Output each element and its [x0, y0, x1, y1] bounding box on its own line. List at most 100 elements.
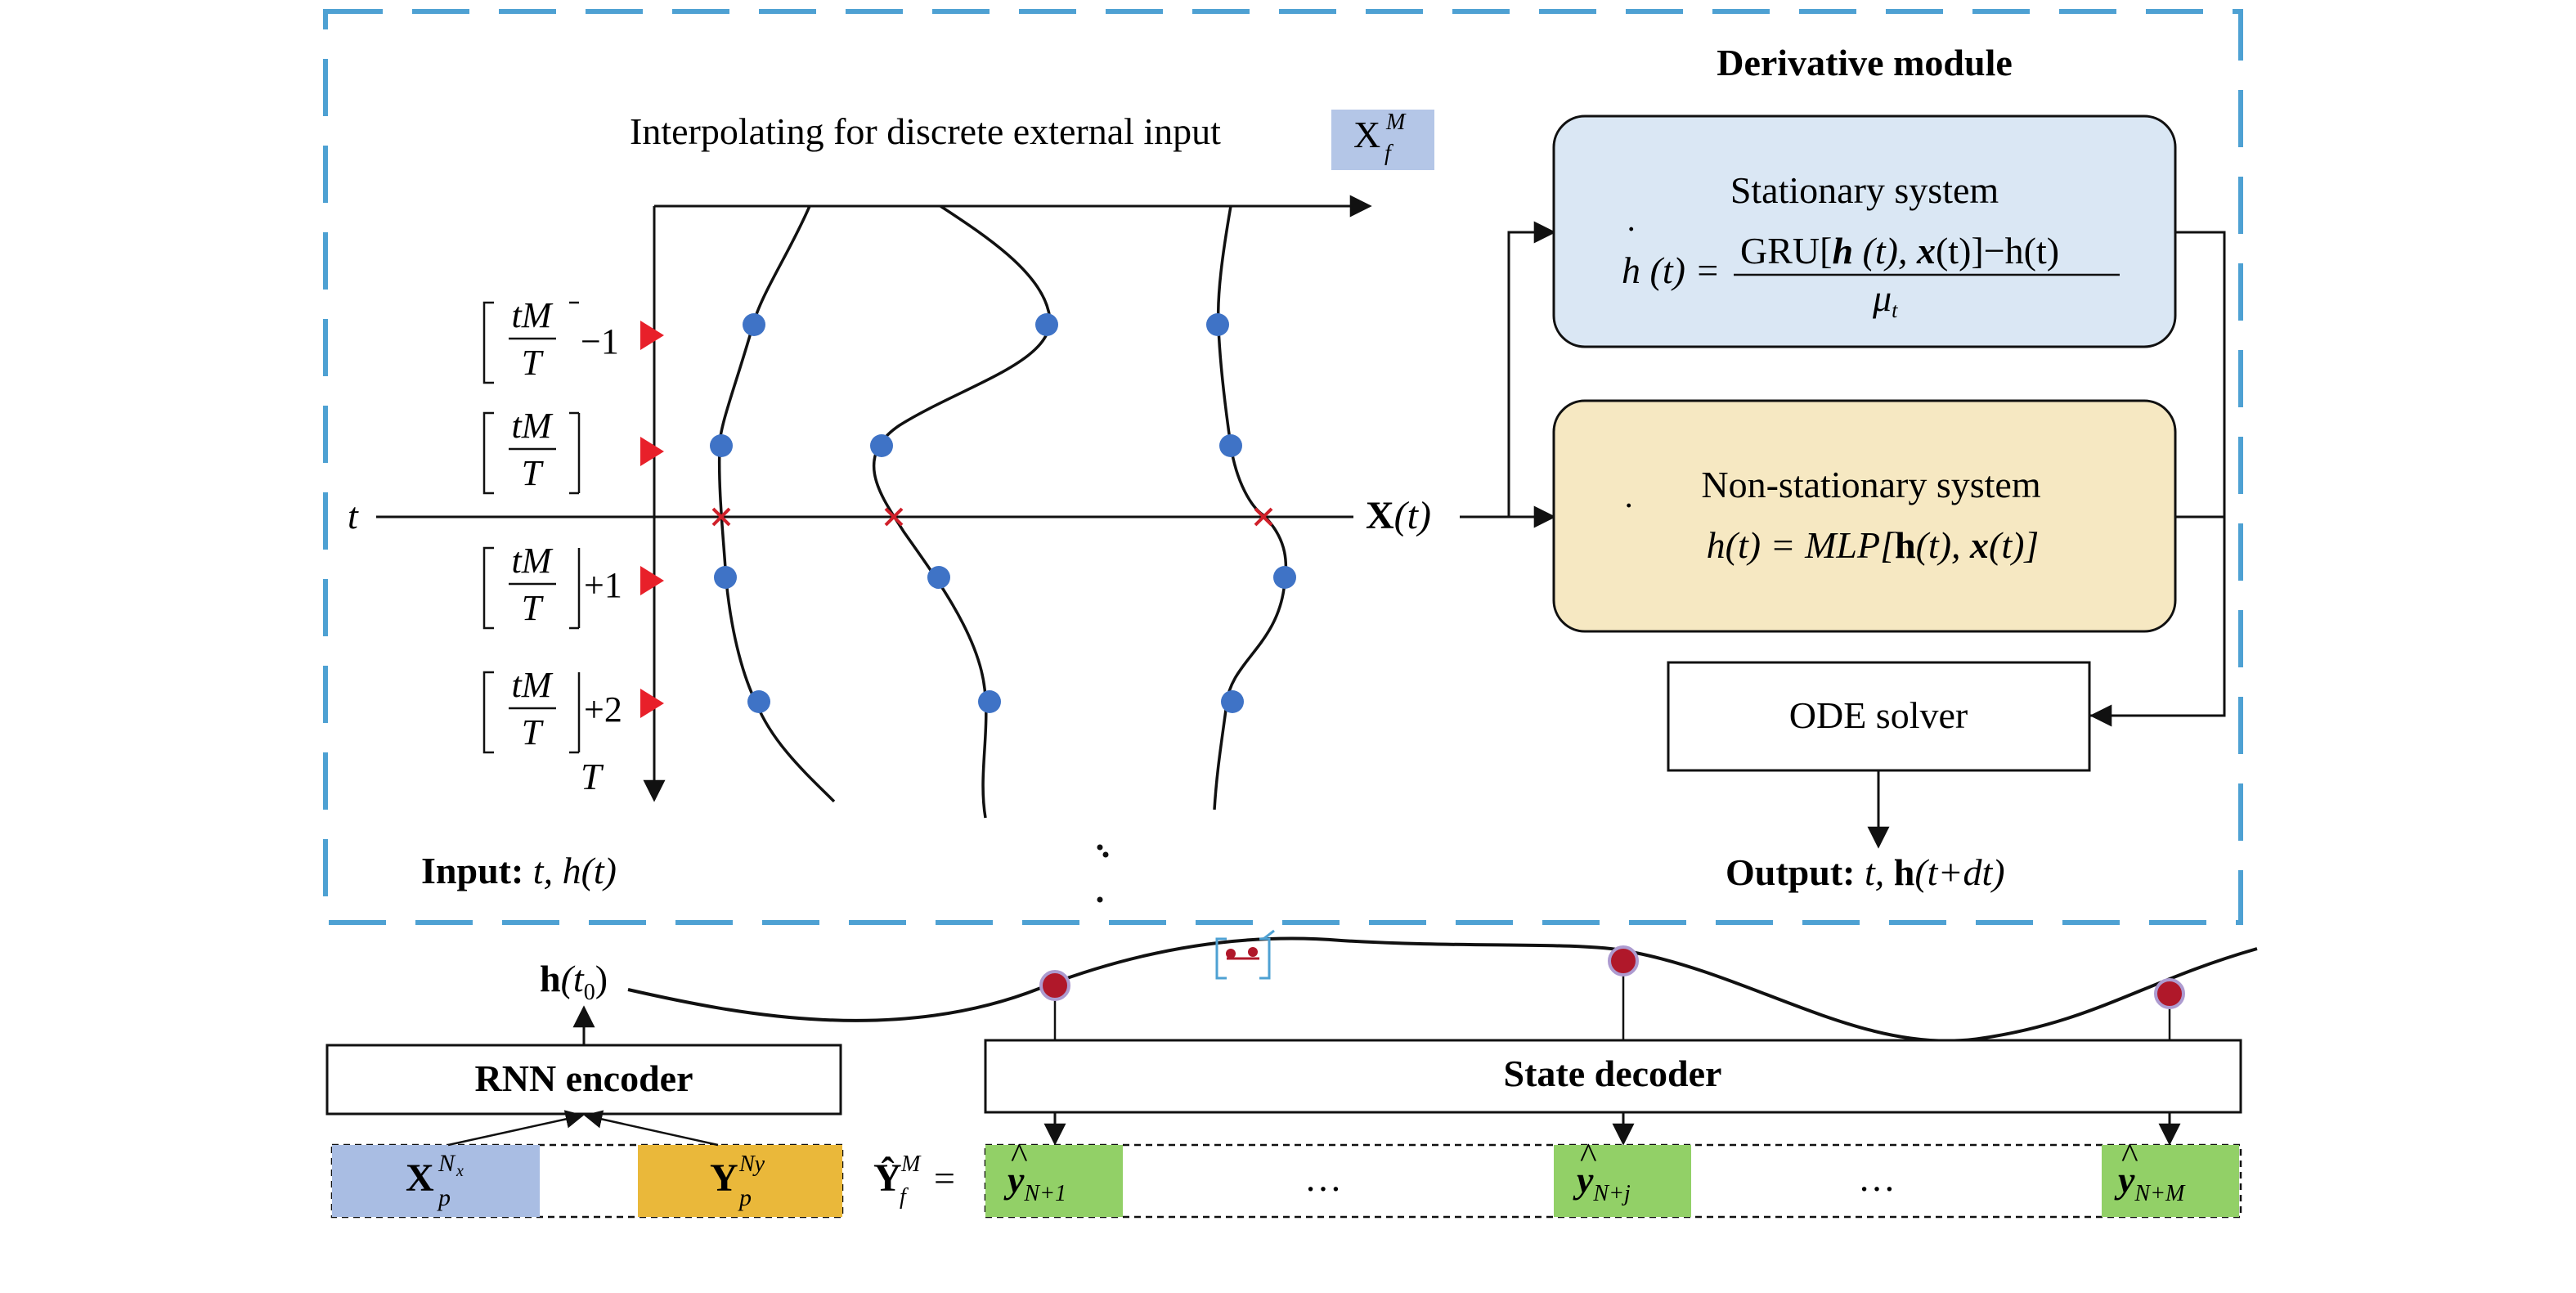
y-hat-mark-2: ^: [1580, 1136, 1597, 1176]
svg-text:−1: −1: [581, 321, 619, 361]
blue-dot: [710, 434, 733, 457]
yp-sup: Ny: [738, 1152, 765, 1177]
vertical-ellipsis: [1097, 844, 1109, 903]
split-connector: [1460, 221, 1556, 519]
interpolation-label: Interpolating for discrete external inpu…: [630, 110, 1221, 152]
xp-sup: N: [438, 1150, 456, 1177]
output-label: Output: t, h(t+dt): [1726, 851, 2005, 893]
red-triangle-marker: [640, 566, 664, 595]
yp-block: [638, 1145, 842, 1217]
y-nm-label: yN+M: [2114, 1159, 2186, 1206]
svg-text:T: T: [522, 453, 545, 493]
x-of-t-label: X(t): [1366, 494, 1431, 537]
svg-text:tM: tM: [512, 406, 554, 446]
floor-label-2: tM T: [482, 406, 664, 495]
derivative-module-frame: [323, 9, 2243, 925]
blue-dot: [927, 566, 950, 589]
y-n1-label: yN+1: [1003, 1159, 1066, 1206]
y-n1-block: [985, 1145, 1123, 1217]
xp-label: X: [406, 1156, 434, 1200]
blue-dot: [1219, 434, 1242, 457]
red-sample-dot-3: [2154, 978, 2185, 1009]
y-hat-mark-1: ^: [1011, 1136, 1028, 1176]
red-triangle-marker: [640, 689, 664, 718]
floor-label-4: tM T +2: [482, 665, 664, 754]
y-nm-block: [2102, 1145, 2239, 1217]
red-sample-dot-1: [1039, 970, 1070, 1001]
red-sample-dot-2: [1608, 945, 1639, 976]
nonstationary-lhs-dot: ˙: [1622, 495, 1635, 537]
floor-label-1: tM T −1: [482, 295, 664, 384]
xf-sup: M: [1385, 110, 1407, 135]
intersection-crosses: [711, 507, 1273, 527]
blue-dot: [1221, 690, 1244, 713]
rnn-encoder-label: RNN encoder: [475, 1057, 693, 1099]
blue-dot: [1035, 313, 1058, 336]
xp-sup-sub: x: [456, 1162, 464, 1180]
nonstationary-system-title: Non-stationary system: [1701, 464, 2040, 505]
xf-sub: f: [1384, 141, 1393, 166]
y-nj-block: [1554, 1145, 1691, 1217]
svg-text:T: T: [522, 343, 545, 383]
nonstationary-system-box: [1552, 399, 2177, 633]
collector-connector: [2089, 231, 2226, 717]
trajectory-curve-2: [872, 204, 1052, 819]
blue-dot: [978, 690, 1001, 713]
red-cross: [711, 507, 731, 527]
t-label: t: [348, 495, 359, 537]
solver-step-marker: [1215, 929, 1275, 980]
blue-dot: [747, 690, 770, 713]
stationary-lhs: h (t) =: [1622, 249, 1720, 291]
yp-to-encoder-arrow: [583, 1110, 719, 1147]
red-cross: [884, 507, 904, 527]
svg-text:tM: tM: [512, 665, 554, 705]
svg-text:T: T: [522, 712, 545, 752]
trajectory-curve-3: [1213, 205, 1288, 810]
state-decoder-label: State decoder: [1504, 1053, 1722, 1094]
latent-trajectory: [627, 936, 2258, 1043]
svg-text:+2: +2: [584, 689, 622, 730]
floor-label-3: tM T +1: [482, 541, 664, 630]
stationary-lhs-dot: ˙: [1625, 218, 1637, 260]
red-cross: [1254, 507, 1273, 527]
yp-label: Y: [710, 1156, 738, 1200]
nonstationary-equation: h(t) = MLP[h(t), x(t)]: [1707, 524, 2040, 566]
interpolation-dots: [710, 313, 1296, 713]
state-decoder-box: [984, 1039, 2242, 1114]
xf-badge: [1331, 110, 1434, 170]
derivative-module-title: Derivative module: [1717, 42, 2013, 83]
h0-label: h(t0): [540, 958, 608, 1005]
blue-dot: [870, 434, 893, 457]
stationary-denominator: μt: [1872, 277, 1898, 322]
stationary-system-title: Stationary system: [1730, 169, 1999, 211]
svg-text:tM: tM: [512, 295, 554, 335]
blue-dot: [1206, 313, 1229, 336]
y-hat-mark-3: ^: [2121, 1136, 2138, 1176]
trajectory-curve-1: [717, 205, 836, 803]
y-nj-label: yN+j: [1573, 1159, 1631, 1206]
ellipsis-2: …: [1858, 1157, 1896, 1199]
yf-hat-label: Ŷ: [873, 1156, 902, 1200]
xp-sub: p: [437, 1184, 451, 1211]
xp-block: [332, 1145, 540, 1217]
ellipsis-1: …: [1304, 1157, 1342, 1199]
blue-dot: [714, 566, 737, 589]
yp-sub: p: [738, 1184, 752, 1211]
red-triangle-marker: [640, 437, 664, 466]
yf-sub: f: [900, 1184, 909, 1210]
ode-solver-label: ODE solver: [1789, 694, 1968, 736]
ode-solver-box: [1667, 661, 2091, 772]
stationary-numerator: GRU[h (t), x(t)]−h(t): [1740, 230, 2059, 272]
yf-equals: =: [934, 1157, 955, 1199]
blue-dot: [1273, 566, 1296, 589]
xf-symbol: X: [1353, 114, 1380, 155]
svg-text:tM: tM: [512, 541, 554, 581]
yf-sup: M: [900, 1152, 922, 1177]
svg-text:T: T: [522, 588, 545, 628]
svg-text:+1: +1: [584, 565, 622, 605]
red-triangle-marker: [640, 321, 664, 350]
T-label: T: [581, 756, 604, 797]
input-label: Input: t, h(t): [421, 850, 617, 891]
blue-dot: [743, 313, 765, 336]
